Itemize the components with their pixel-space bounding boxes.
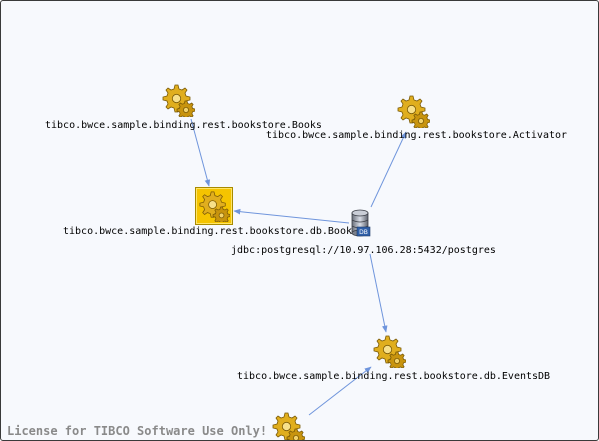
node-label-activator[interactable]: tibco.bwce.sample.binding.rest.bookstore…: [266, 130, 568, 141]
edge-unnamed-to-eventsdb: [308, 366, 372, 416]
node-label-eventsdb[interactable]: tibco.bwce.sample.binding.rest.bookstore…: [237, 371, 551, 382]
gear-cog-icon[interactable]: [195, 187, 233, 225]
node-label-books[interactable]: tibco.bwce.sample.binding.rest.bookstore…: [45, 120, 322, 131]
license-watermark: License for TIBCO Software Use Only!: [7, 424, 268, 438]
gear-cog-icon[interactable]: [396, 94, 430, 128]
edge-jdbc-to-booksdb: [233, 208, 350, 224]
gear-cog-icon[interactable]: [372, 334, 406, 368]
svg-text:DB: DB: [359, 229, 368, 236]
database-icon[interactable]: DB: [349, 209, 373, 239]
edge-jdbc-to-activator: [370, 131, 407, 208]
gear-cog-icon[interactable]: [271, 411, 305, 440]
gear-cog-icon[interactable]: [161, 83, 195, 117]
edge-jdbc-to-eventsdb: [369, 253, 388, 333]
edge-books-to-booksdb: [190, 118, 211, 187]
node-label-booksdb[interactable]: tibco.bwce.sample.binding.rest.bookstore…: [63, 226, 371, 237]
node-label-jdbc[interactable]: jdbc:postgresql://10.97.106.28:5432/post…: [231, 245, 496, 256]
